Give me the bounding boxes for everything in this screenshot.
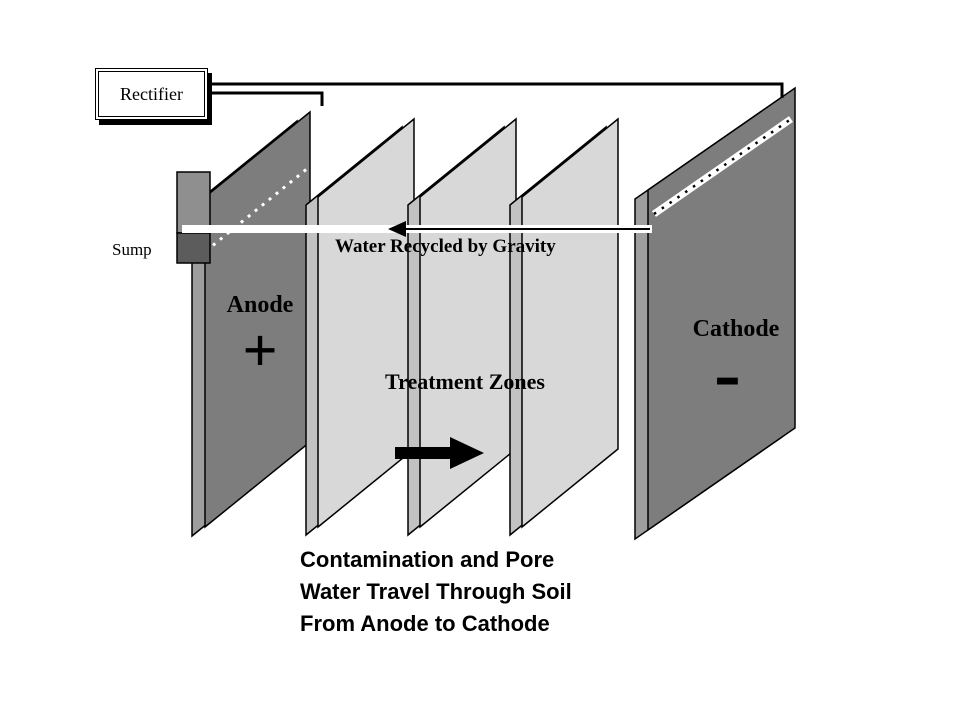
sump-upper-box — [176, 171, 211, 234]
treatment-zone-slab-1 — [305, 117, 415, 537]
cathode-slab — [634, 86, 796, 541]
caption-line-2: Water Travel Through Soil — [300, 579, 572, 604]
treatment-zone-slab-3 — [509, 117, 619, 537]
treatment-zones-label: Treatment Zones — [385, 369, 545, 394]
recycle-label: Water Recycled by Gravity — [335, 236, 556, 257]
cathode-minus-symbol: - — [714, 330, 741, 418]
cathode-drain-pipe — [652, 116, 793, 217]
rectifier-inner-frame: Rectifier — [98, 71, 205, 117]
caption-line-1: Contamination and Pore — [300, 547, 555, 572]
cathode-label: Cathode — [692, 316, 780, 342]
treatment-zone-1-face — [317, 117, 415, 529]
wire-to-cathode — [210, 82, 784, 98]
flow-direction-arrow — [395, 437, 484, 469]
anode-plus-symbol: + — [242, 317, 278, 385]
anode-drain-dotted-line — [205, 166, 309, 253]
cathode-slab-face — [647, 86, 796, 532]
rectifier-label: Rectifier — [120, 83, 183, 104]
caption-line-3: From Anode to Cathode — [300, 611, 550, 636]
treatment-zone-3-face — [521, 117, 619, 529]
recycle-flow-arrowhead — [388, 221, 406, 237]
treatment-zone-slab-2 — [407, 117, 517, 537]
anode-slab — [191, 110, 311, 538]
bottom-caption: Contamination and Pore Water Travel Thro… — [300, 544, 572, 640]
sump-lower-box — [176, 232, 211, 264]
anode-label: Anode — [226, 292, 294, 318]
rectifier-box: Rectifier — [95, 68, 208, 120]
wire-to-anode — [210, 91, 324, 106]
sump-label: Sump — [112, 240, 152, 259]
treatment-zone-2-face — [419, 117, 517, 529]
